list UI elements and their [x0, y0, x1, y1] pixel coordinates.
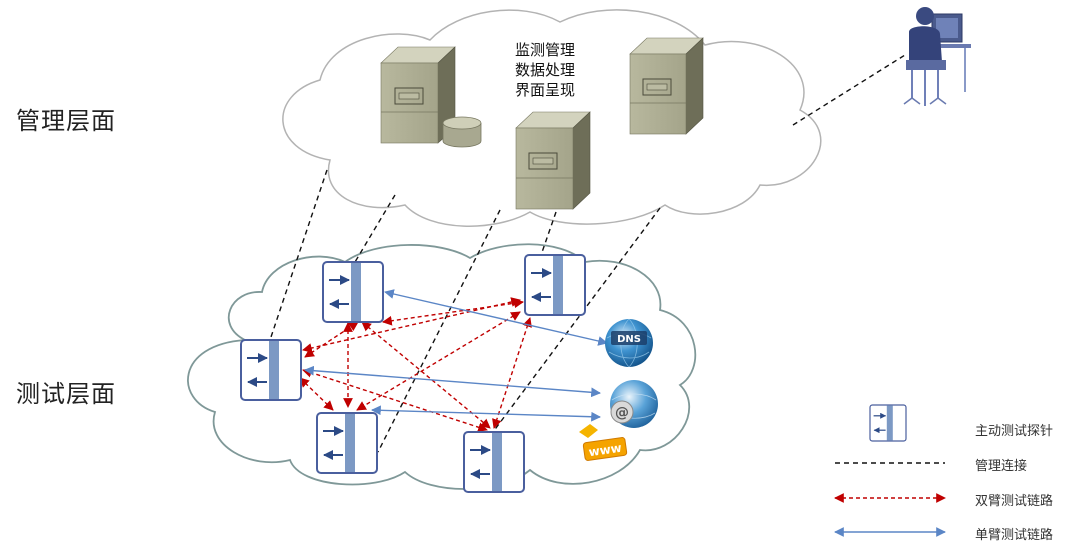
legend-probe-icon: [870, 405, 906, 441]
database-icon: [442, 116, 482, 148]
probe-3: [241, 340, 301, 400]
single-arm-links: [304, 289, 608, 422]
probe-1: [323, 262, 383, 322]
probe-2: [525, 255, 585, 315]
single-link-3: [371, 405, 601, 422]
operator-workstation-icon: [903, 7, 971, 106]
server-3-icon: [629, 37, 704, 135]
server-2-icon: [515, 111, 591, 210]
cloud-text-line-3: 界面呈现: [515, 81, 576, 99]
single-link-2: [304, 365, 601, 398]
single-link-1: [384, 289, 608, 346]
email-at-icon: @: [615, 405, 629, 421]
cloud-text-line-2: 数据处理: [515, 61, 576, 79]
cloud-text-line-1: 监测管理: [515, 41, 576, 59]
mgmt-link-2: [354, 194, 396, 263]
test-layer-label: 测试层面: [16, 380, 116, 408]
mgmt-link-1: [269, 169, 328, 341]
mgmt-link-4: [539, 211, 557, 259]
management-layer-label: 管理层面: [16, 107, 116, 135]
probe-5: [464, 432, 524, 492]
legend-single-label: 单臂测试链路: [975, 528, 1054, 543]
legend-dual-label: 双臂测试链路: [975, 494, 1054, 509]
legend-probe-label: 主动测试探针: [975, 424, 1054, 439]
email-server-icon: @: [610, 380, 658, 428]
www-server-icon: www: [579, 424, 628, 461]
mgmt-link-6: [792, 54, 906, 126]
legend: [834, 405, 946, 537]
legend-mgmt-label: 管理连接: [975, 459, 1028, 474]
www-label: www: [588, 441, 623, 459]
dns-label: DNS: [617, 334, 641, 345]
probe-4: [317, 413, 377, 473]
dns-server-icon: DNS: [605, 318, 653, 368]
